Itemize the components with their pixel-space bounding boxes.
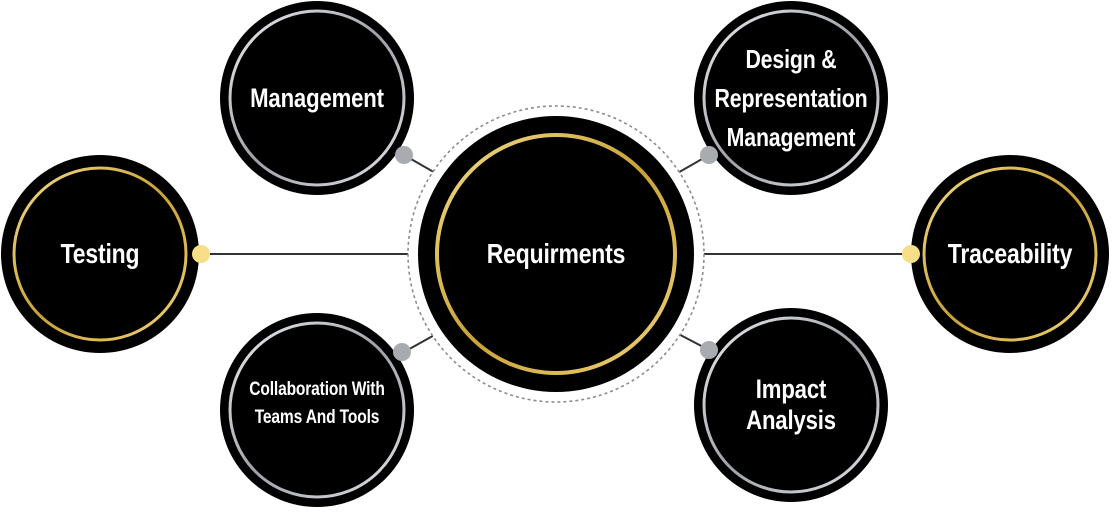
impact-label: Impact Analysis xyxy=(746,374,836,435)
center-label: Requirments xyxy=(486,238,626,269)
center-node xyxy=(418,116,694,392)
design-label: Design & Representation Management xyxy=(714,43,868,152)
connector-dot-management xyxy=(395,146,413,164)
connector-dot-traceability xyxy=(902,245,920,263)
node-collaboration xyxy=(220,313,414,507)
node-testing xyxy=(1,155,199,353)
management-label: Management xyxy=(250,82,384,113)
node-impact xyxy=(694,308,888,502)
connector-dot-design xyxy=(700,146,718,164)
node-design xyxy=(694,1,888,195)
collaboration-label: Collaboration With Teams And Tools xyxy=(249,379,385,428)
connector-dot-collaboration xyxy=(393,343,411,361)
testing-label: Testing xyxy=(60,238,140,269)
node-management xyxy=(220,1,414,195)
connector-dot-impact xyxy=(700,341,718,359)
node-traceability xyxy=(911,155,1109,353)
traceability-label: Traceability xyxy=(947,238,1073,269)
connector-dot-testing xyxy=(192,245,210,263)
